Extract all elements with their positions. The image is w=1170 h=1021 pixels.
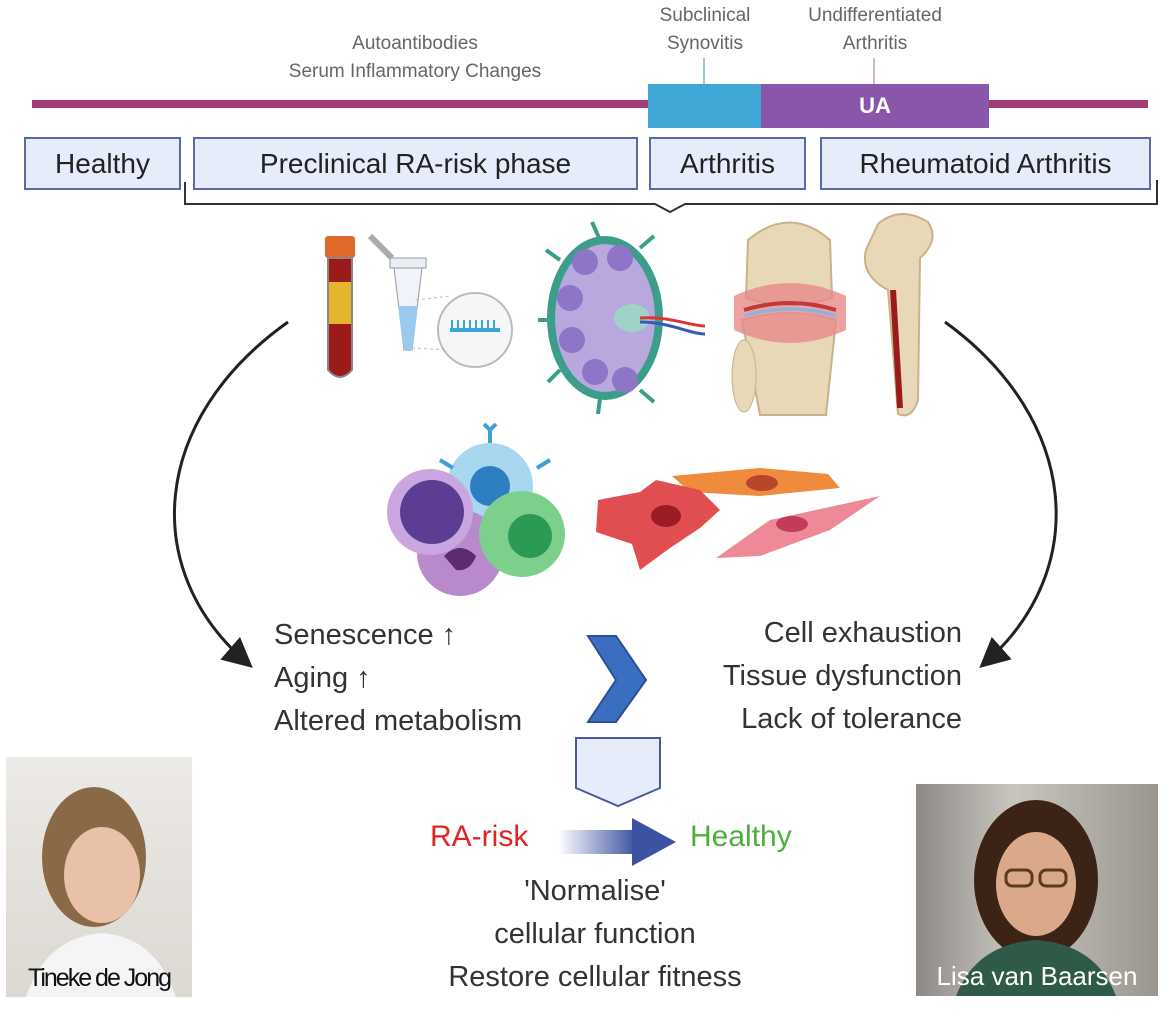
left-curved-arrow — [172, 320, 289, 668]
right-curved-arrow — [944, 320, 1058, 668]
feature-lack-of-tolerance: Lack of tolerance — [741, 703, 962, 735]
fibroblast-cells-icon — [596, 468, 880, 570]
timeline-line — [32, 100, 1148, 108]
undifferentiated-arthritis-label: Undifferentiated Arthritis — [808, 5, 942, 54]
synovitis-segment — [648, 84, 761, 128]
name-lisa: Lisa van Baarsen — [936, 961, 1138, 991]
lymph-node-icon — [538, 221, 706, 415]
outcome-line-restore: Restore cellular fitness — [448, 961, 742, 993]
ua-segment: UA — [761, 84, 989, 128]
ua-label: UA — [859, 93, 891, 118]
phase-rheumatoid-arthritis: Rheumatoid Arthritis — [820, 137, 1151, 190]
healthy-label: Healthy — [690, 820, 792, 853]
feature-tissue-dysfunction: Tissue dysfunction — [722, 660, 962, 692]
feature-senescence: Senescence ↑ — [274, 619, 457, 651]
portrait-avatar — [26, 787, 176, 997]
left-features: Senescence ↑ Aging ↑ Altered metabolism — [274, 614, 574, 743]
name-tineke: Tineke de Jong — [27, 964, 172, 992]
feature-altered-metabolism: Altered metabolism — [274, 705, 523, 737]
ua-tick — [873, 58, 875, 84]
photo-lisa-van-baarsen: Lisa van Baarsen — [916, 784, 1158, 996]
right-features: Cell exhaustion Tissue dysfunction Lack … — [660, 612, 962, 741]
bone-icon — [864, 213, 934, 417]
outcome-line-cellular-function: cellular function — [494, 918, 696, 950]
phase-arthritis: Arthritis — [649, 137, 806, 190]
eppendorf-tube-icon — [367, 233, 513, 368]
outcome-text: 'Normalise' cellular function Restore ce… — [380, 870, 810, 999]
pentagon-arrow-icon — [575, 737, 661, 808]
ra-risk-label: RA-risk — [430, 820, 529, 853]
phase-healthy: Healthy — [24, 137, 181, 190]
outcome-line-normalise: 'Normalise' — [524, 875, 666, 907]
blood-tube-icon — [325, 236, 355, 378]
feature-aging: Aging ↑ — [274, 662, 371, 694]
photo-tineke-de-jong: Tineke de Jong — [6, 757, 192, 997]
knee-joint-icon — [731, 221, 846, 416]
chevron-icon — [586, 635, 648, 723]
immune-cells-icon — [387, 422, 565, 596]
feature-cell-exhaustion: Cell exhaustion — [763, 617, 962, 649]
portrait-avatar — [956, 800, 1116, 996]
subclinical-synovitis-label: Subclinical Synovitis — [659, 5, 751, 54]
autoantibodies-label: Autoantibodies Serum Inflammatory Change… — [288, 33, 542, 82]
phase-bracket — [184, 180, 1158, 214]
synovitis-tick — [703, 58, 705, 84]
phase-preclinical: Preclinical RA-risk phase — [193, 137, 638, 190]
progress-arrow-icon — [558, 818, 676, 866]
